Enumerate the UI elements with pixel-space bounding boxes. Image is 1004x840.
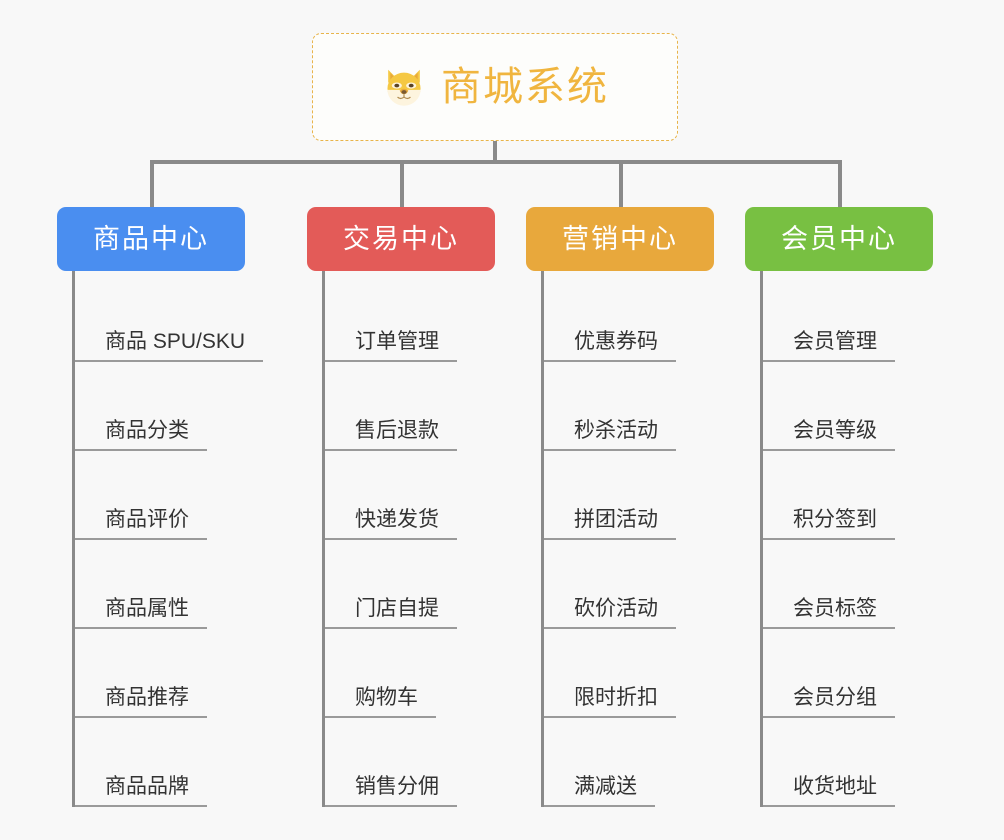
leaf-label: 门店自提 xyxy=(325,597,457,629)
list-item[interactable]: 商品品牌 xyxy=(75,718,245,807)
leaf-label: 拼团活动 xyxy=(544,508,676,540)
list-item[interactable]: 商品 SPU/SKU xyxy=(75,273,264,362)
list-item[interactable]: 限时折扣 xyxy=(544,629,714,718)
column-product-center: 商品中心 商品 SPU/SKU 商品分类 商品评价 商品属性 商品推荐 商品品牌 xyxy=(57,207,264,807)
list-item[interactable]: 砍价活动 xyxy=(544,540,714,629)
category-title: 交易中心 xyxy=(343,223,459,254)
list-item[interactable]: 会员标签 xyxy=(763,540,933,629)
list-item[interactable]: 门店自提 xyxy=(325,540,495,629)
list-item[interactable]: 快递发货 xyxy=(325,451,495,540)
list-item[interactable]: 会员管理 xyxy=(763,273,933,362)
category-title: 商品中心 xyxy=(93,223,209,254)
connector-drop-4 xyxy=(838,160,842,208)
column-member-center: 会员中心 会员管理 会员等级 积分签到 会员标签 会员分组 收货地址 xyxy=(745,207,933,807)
category-header-trade-center[interactable]: 交易中心 xyxy=(307,207,495,271)
list-item[interactable]: 销售分佣 xyxy=(325,718,495,807)
shiba-dog-face-icon xyxy=(381,64,427,110)
leaf-label: 商品品牌 xyxy=(75,775,207,807)
list-item[interactable]: 秒杀活动 xyxy=(544,362,714,451)
root-node[interactable]: 商城系统 xyxy=(312,33,678,141)
column-marketing-center: 营销中心 优惠券码 秒杀活动 拼团活动 砍价活动 限时折扣 满减送 xyxy=(526,207,714,807)
leaf-label: 商品属性 xyxy=(75,597,207,629)
connector-drop-2 xyxy=(400,160,404,208)
leaf-label: 订单管理 xyxy=(325,330,457,362)
leaf-label: 限时折扣 xyxy=(544,686,676,718)
list-item[interactable]: 优惠券码 xyxy=(544,273,714,362)
list-item[interactable]: 积分签到 xyxy=(763,451,933,540)
branch-marketing-center: 优惠券码 秒杀活动 拼团活动 砍价活动 限时折扣 满减送 xyxy=(541,271,714,807)
leaf-label: 积分签到 xyxy=(763,508,895,540)
list-item[interactable]: 会员等级 xyxy=(763,362,933,451)
category-title: 会员中心 xyxy=(781,223,897,254)
list-item[interactable]: 满减送 xyxy=(544,718,714,807)
leaf-label: 商品 SPU/SKU xyxy=(75,330,264,362)
connector-drop-1 xyxy=(150,160,154,208)
category-header-product-center[interactable]: 商品中心 xyxy=(57,207,245,271)
branch-product-center: 商品 SPU/SKU 商品分类 商品评价 商品属性 商品推荐 商品品牌 xyxy=(72,271,264,807)
branch-member-center: 会员管理 会员等级 积分签到 会员标签 会员分组 收货地址 xyxy=(760,271,933,807)
leaf-label: 快递发货 xyxy=(325,508,457,540)
list-item[interactable]: 售后退款 xyxy=(325,362,495,451)
list-item[interactable]: 拼团活动 xyxy=(544,451,714,540)
leaf-label: 商品分类 xyxy=(75,419,207,451)
leaf-label: 销售分佣 xyxy=(325,775,457,807)
leaf-label: 商品推荐 xyxy=(75,686,207,718)
connector-horizontal-bus xyxy=(150,160,840,164)
list-item[interactable]: 收货地址 xyxy=(763,718,933,807)
category-header-member-center[interactable]: 会员中心 xyxy=(745,207,933,271)
leaf-label: 购物车 xyxy=(325,686,436,718)
connector-drop-3 xyxy=(619,160,623,208)
leaf-label: 会员标签 xyxy=(763,597,895,629)
root-title: 商城系统 xyxy=(441,65,609,109)
leaf-label: 会员分组 xyxy=(763,686,895,718)
list-item[interactable]: 购物车 xyxy=(325,629,495,718)
category-title: 营销中心 xyxy=(562,223,678,254)
leaf-label: 会员管理 xyxy=(763,330,895,362)
list-item[interactable]: 商品分类 xyxy=(75,362,245,451)
branch-trade-center: 订单管理 售后退款 快递发货 门店自提 购物车 销售分佣 xyxy=(322,271,495,807)
list-item[interactable]: 会员分组 xyxy=(763,629,933,718)
leaf-label: 商品评价 xyxy=(75,508,207,540)
list-item[interactable]: 商品推荐 xyxy=(75,629,245,718)
category-header-marketing-center[interactable]: 营销中心 xyxy=(526,207,714,271)
leaf-label: 砍价活动 xyxy=(544,597,676,629)
list-item[interactable]: 订单管理 xyxy=(325,273,495,362)
leaf-label: 售后退款 xyxy=(325,419,457,451)
column-trade-center: 交易中心 订单管理 售后退款 快递发货 门店自提 购物车 销售分佣 xyxy=(307,207,495,807)
list-item[interactable]: 商品评价 xyxy=(75,451,245,540)
list-item[interactable]: 商品属性 xyxy=(75,540,245,629)
connector-root-stem xyxy=(493,141,497,164)
leaf-label: 会员等级 xyxy=(763,419,895,451)
leaf-label: 满减送 xyxy=(544,775,655,807)
leaf-label: 秒杀活动 xyxy=(544,419,676,451)
leaf-label: 收货地址 xyxy=(763,775,895,807)
leaf-label: 优惠券码 xyxy=(544,330,676,362)
